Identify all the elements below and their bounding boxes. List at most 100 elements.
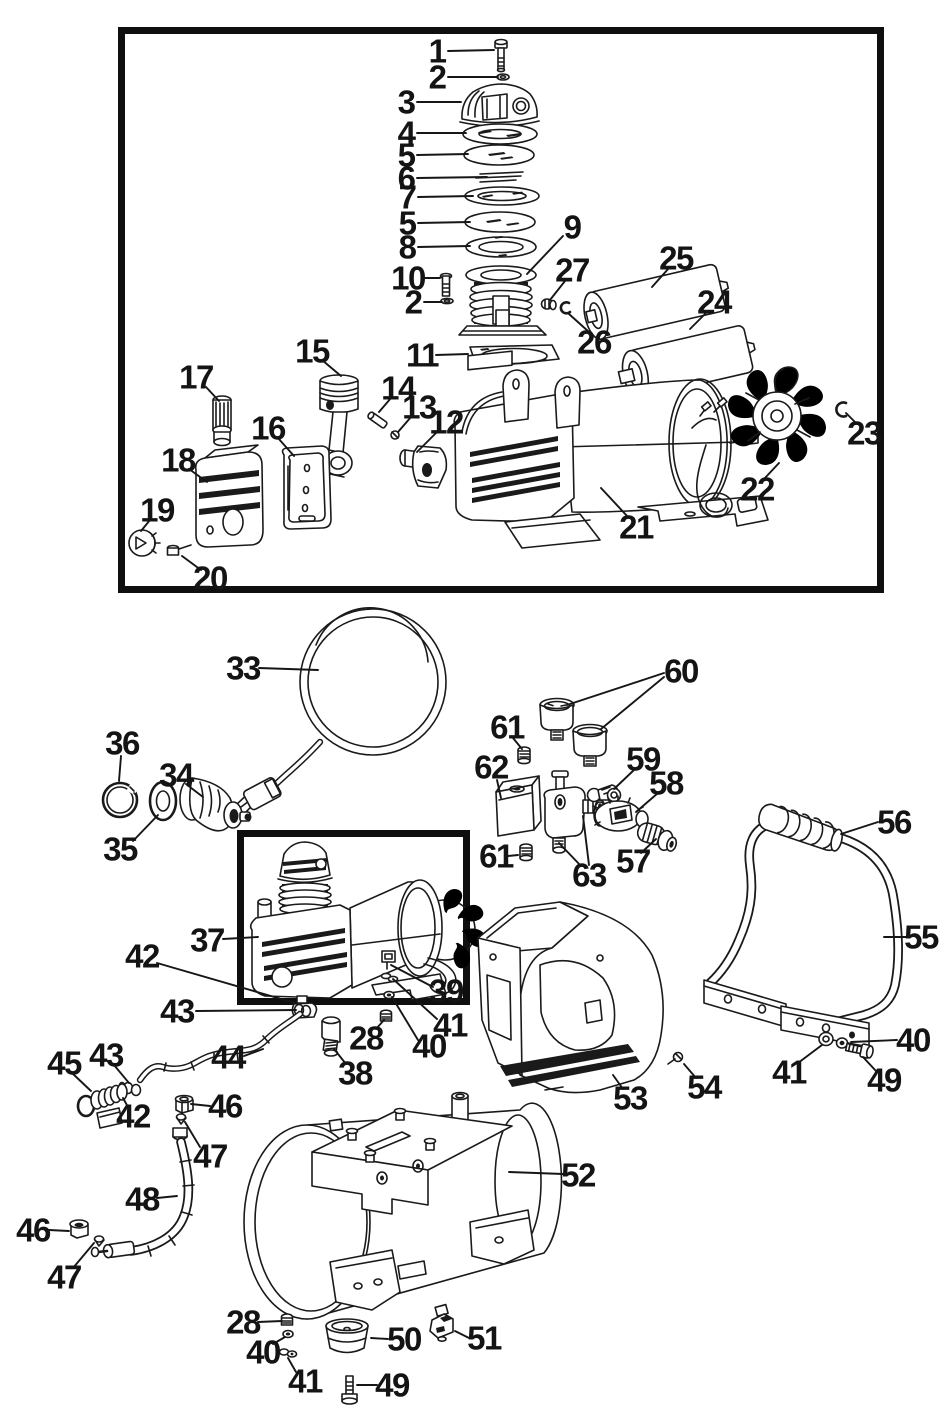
part-52-tank xyxy=(243,1091,563,1320)
leader-28-49 xyxy=(375,1019,385,1030)
part-56-grip xyxy=(758,803,843,852)
part-27-nut xyxy=(540,298,557,311)
part-16-back-plate xyxy=(281,445,332,530)
part-41-washer-bottom xyxy=(278,1348,298,1358)
leader-20-28 xyxy=(181,555,202,571)
part-35-seal-ring xyxy=(148,780,178,822)
part-61-fitting-lower xyxy=(519,843,533,862)
leader-60-36 xyxy=(600,676,665,730)
leader-46-55 xyxy=(190,1103,211,1107)
part-40-nut-right xyxy=(835,1037,849,1049)
part-33-power-cord xyxy=(235,607,447,816)
leader-9-9 xyxy=(526,235,564,275)
leader-13-24 xyxy=(397,416,412,433)
part-13-clip xyxy=(390,430,400,440)
leader-14-23 xyxy=(378,397,392,413)
part-15-piston xyxy=(319,374,359,478)
leader-63-42 xyxy=(558,842,582,867)
leader-27-13 xyxy=(549,280,566,301)
leader-8-8 xyxy=(417,245,471,248)
leader-42-54 xyxy=(122,1097,129,1108)
leader-62-38 xyxy=(496,779,502,799)
leader-38-50 xyxy=(333,1048,347,1065)
part-54-screw xyxy=(667,1051,684,1065)
part-28-fitting-mid xyxy=(379,1009,393,1022)
part-1-bolt xyxy=(494,38,508,73)
leader-58-40 xyxy=(635,792,659,813)
leader-12-25 xyxy=(416,431,438,453)
part-49-bolt-right xyxy=(844,1042,874,1059)
part-5-valve-plate-lower xyxy=(464,211,536,233)
leader-40-67 xyxy=(272,1336,286,1345)
leader-41-68 xyxy=(287,1357,297,1373)
leader-45-52 xyxy=(71,1072,92,1092)
part-60-gauges xyxy=(539,697,608,767)
leader-39-46 xyxy=(390,964,434,988)
leader-48-57 xyxy=(156,1195,178,1199)
part-61-fitting-upper xyxy=(517,746,531,765)
leader-19-27 xyxy=(140,519,151,532)
leader-26-14 xyxy=(568,313,590,333)
leader-61-43 xyxy=(507,854,519,857)
leader-50-69 xyxy=(370,1337,389,1340)
leader-40-48 xyxy=(391,996,419,1041)
leader-51-70 xyxy=(454,1330,470,1339)
part-53-shroud xyxy=(477,901,664,1094)
part-12-eccentric xyxy=(399,445,448,489)
leader-60-36 xyxy=(566,672,665,706)
leader-11-12 xyxy=(435,353,469,356)
part-62-manifold xyxy=(495,775,542,837)
leader-1-0 xyxy=(447,49,495,52)
leader-49-64 xyxy=(862,1056,877,1072)
part-46-nut-upper xyxy=(174,1094,194,1114)
leader-46-58 xyxy=(48,1229,70,1232)
leader-37-33 xyxy=(222,936,259,940)
leader-57-41 xyxy=(640,838,657,854)
leader-35-32 xyxy=(132,814,159,842)
leader-61-37 xyxy=(512,737,523,750)
leader-41-47 xyxy=(392,978,438,1020)
leader-44-51 xyxy=(243,1048,264,1057)
leader-18-26 xyxy=(188,468,208,483)
leader-43-35 xyxy=(195,1009,297,1012)
part-57-coupler xyxy=(636,822,678,852)
part-44-transfer-tube xyxy=(136,1010,304,1084)
part-47-ferrule-upper xyxy=(175,1113,187,1125)
part-10-bolt xyxy=(439,272,454,305)
part-26-retainer xyxy=(559,301,572,315)
part-25-capacitor xyxy=(583,263,730,340)
leader-41-63 xyxy=(797,1044,823,1064)
part-7-valve-plate xyxy=(464,186,540,206)
part-8-cylinder-gasket xyxy=(465,236,537,258)
upper-frame-group xyxy=(128,38,848,557)
leader-63-42 xyxy=(582,815,590,866)
leader-54-61 xyxy=(683,1063,697,1079)
part-9-cylinder xyxy=(458,265,547,336)
part-19-cap xyxy=(128,529,161,557)
leader-56-44 xyxy=(840,821,879,835)
part-28-fitting-bottom xyxy=(280,1313,294,1326)
leader-16-22 xyxy=(277,437,295,457)
leader-53-60 xyxy=(612,1074,624,1090)
part-41-washer-right xyxy=(818,1031,834,1047)
leader-42-34 xyxy=(156,962,296,1004)
leader-34-31 xyxy=(185,783,204,798)
leader-7-6 xyxy=(417,195,474,198)
part-20-nut xyxy=(166,544,192,556)
leader-47-56 xyxy=(184,1121,201,1148)
leader-47-59 xyxy=(72,1242,95,1269)
part-51-drain-valve xyxy=(429,1303,454,1343)
part-18-pump-shroud xyxy=(194,444,264,548)
part-23-retaining-ring xyxy=(835,401,848,418)
part-21-motor-pump-assembly xyxy=(453,350,769,549)
leader-15-20 xyxy=(321,359,342,377)
leader-33-29 xyxy=(258,667,319,671)
part-22-fan xyxy=(727,366,827,466)
leader-17-21 xyxy=(205,386,220,402)
leader-21-19 xyxy=(600,487,629,518)
leader-23-17 xyxy=(845,412,858,425)
leader-52-65 xyxy=(508,1171,564,1175)
